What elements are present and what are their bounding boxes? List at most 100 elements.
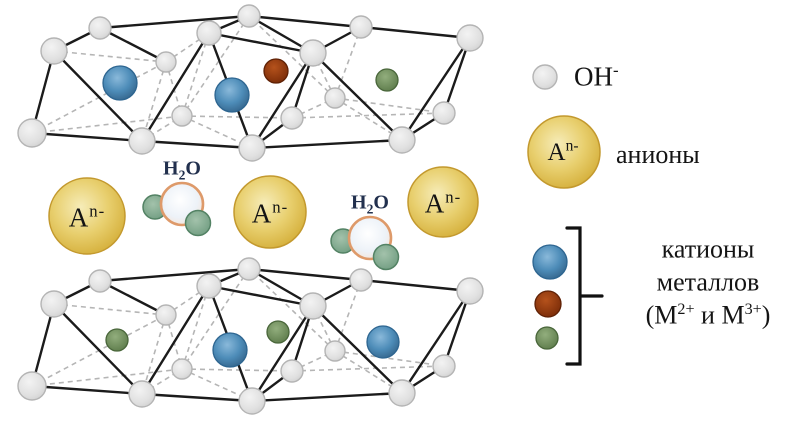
cation-sphere-brown <box>263 58 289 84</box>
hydroxide-sphere <box>17 118 47 148</box>
hydroxide-sphere <box>432 101 456 125</box>
legend-hydroxide-sphere <box>532 64 558 90</box>
octahedron-edge <box>250 138 404 150</box>
cation-sphere-blue <box>214 77 250 113</box>
hydroxide-sphere <box>17 371 47 401</box>
octahedron-back-edge <box>248 15 336 99</box>
hydroxide-sphere <box>432 354 456 378</box>
octahedron-edge <box>311 51 404 142</box>
hydroxide-sphere <box>238 387 266 415</box>
octahedron-back-edge <box>181 32 210 117</box>
octahedron-edge <box>140 284 211 396</box>
hydroxide-sphere <box>324 340 346 362</box>
octahedron-edge <box>400 289 472 395</box>
octahedron-back-edge <box>31 368 183 387</box>
octahedron-edge <box>30 384 144 396</box>
octahedron-edge <box>98 279 168 317</box>
octahedron-back-edge <box>181 268 250 370</box>
octahedron-back-edge <box>291 112 445 119</box>
octahedral-layer-bottom <box>17 257 484 415</box>
octahedron-edge <box>311 304 404 395</box>
hydroxide-sphere <box>280 359 304 383</box>
octahedron-back-edge <box>141 61 167 142</box>
hydroxide-sphere <box>388 379 416 407</box>
octahedron-edge <box>98 26 168 64</box>
octahedron-back-edge <box>31 115 183 134</box>
octahedron-back-edge <box>181 368 293 372</box>
octahedron-edge <box>207 284 315 308</box>
octahedron-edge <box>359 25 472 40</box>
octahedron-back-edge <box>181 115 293 119</box>
cation-sphere-blue <box>212 332 248 368</box>
hydroxide-sphere <box>40 37 68 65</box>
octahedron-edge <box>30 131 144 143</box>
octahedron-back-edge <box>53 303 167 316</box>
legend-cation-sphere-blue <box>532 244 568 280</box>
legend-bracket <box>565 226 604 366</box>
octahedron-edge <box>247 267 363 282</box>
cation-sphere-green <box>105 328 129 352</box>
octahedron-edge <box>250 51 315 150</box>
octahedron-back-edge <box>248 268 336 352</box>
octahedron-edge <box>140 392 254 403</box>
octahedron-edge <box>140 31 211 143</box>
hydroxide-sphere <box>88 16 112 40</box>
octahedron-edge <box>359 278 472 293</box>
cation-sphere-green <box>375 68 399 92</box>
hydroxide-sphere <box>128 127 156 155</box>
water-hydrogen-sphere <box>372 243 400 271</box>
hydroxide-sphere <box>155 304 177 326</box>
octahedron-edge <box>98 267 251 283</box>
octahedron-back-edge <box>334 350 445 367</box>
octahedron-edge <box>140 139 254 150</box>
octahedral-layer-top <box>17 4 484 162</box>
hydroxide-sphere <box>88 269 112 293</box>
octahedron-back-edge <box>141 314 167 395</box>
hydroxide-sphere <box>349 268 373 292</box>
hydroxide-sphere <box>238 134 266 162</box>
hydroxide-sphere <box>324 87 346 109</box>
hydroxide-sphere <box>349 15 373 39</box>
anion-sphere <box>233 175 307 249</box>
legend-anion-sphere <box>527 115 601 189</box>
octahedron-back-edge <box>334 279 362 352</box>
octahedron-back-edge <box>334 97 445 114</box>
hydroxide-sphere <box>196 20 222 46</box>
anion-sphere <box>407 166 479 238</box>
hydroxide-sphere <box>171 105 193 127</box>
octahedron-edge <box>207 31 315 55</box>
octahedron-back-edge <box>53 50 167 63</box>
legend-cation-sphere-green <box>535 326 559 350</box>
hydroxide-sphere <box>299 39 327 67</box>
cation-sphere-blue <box>366 325 400 359</box>
hydroxide-sphere <box>237 4 261 28</box>
octahedron-back-edge <box>181 15 250 117</box>
octahedron-edge <box>52 49 144 143</box>
hydroxide-sphere <box>40 290 68 318</box>
octahedron-edge <box>400 36 472 142</box>
hydroxide-sphere <box>128 380 156 408</box>
octahedron-edge <box>247 14 363 29</box>
octahedron-edge <box>250 304 315 403</box>
hydroxide-sphere <box>155 51 177 73</box>
hydroxide-sphere <box>280 106 304 130</box>
hydroxide-sphere <box>456 277 484 305</box>
hydroxide-sphere <box>171 358 193 380</box>
octahedron-back-edge <box>334 26 362 99</box>
anion-sphere <box>48 177 126 255</box>
octahedron-back-edge <box>181 285 210 370</box>
hydroxide-sphere <box>299 292 327 320</box>
cation-sphere-blue <box>102 65 138 101</box>
hydroxide-sphere <box>456 24 484 52</box>
hydroxide-sphere <box>237 257 261 281</box>
hydroxide-sphere <box>196 273 222 299</box>
octahedron-back-edge <box>291 365 445 372</box>
octahedron-edge <box>250 391 404 403</box>
legend-cation-sphere-brown <box>534 290 562 318</box>
hydroxide-sphere <box>388 126 416 154</box>
octahedron-edge <box>98 14 251 30</box>
octahedron-edge <box>52 302 144 396</box>
water-hydrogen-sphere <box>184 209 212 237</box>
